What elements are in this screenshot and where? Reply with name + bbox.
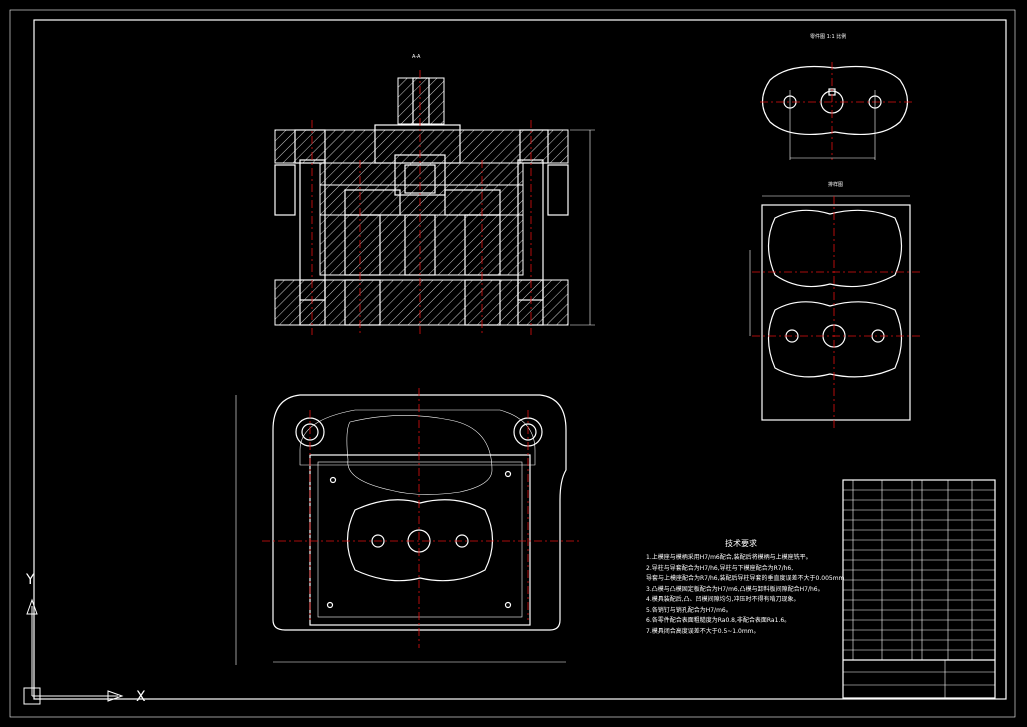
tech-req-line-6: 5.各销钉与销孔配合为H7/m6。 xyxy=(646,606,732,614)
plan-view xyxy=(235,388,580,665)
technical-requirements: 技术要求 1.上模座与模柄采用H7/m6配合,装配后将模柄与上模座铣平。 2.导… xyxy=(646,538,845,637)
strip-layout: 排样图 xyxy=(749,181,920,430)
tech-req-line-1: 1.上模座与模柄采用H7/m6配合,装配后将模柄与上模座铣平。 xyxy=(646,554,812,561)
section-view-label: A-A xyxy=(412,54,421,60)
outer-frame xyxy=(9,9,1016,718)
strip-layout-label: 排样图 xyxy=(828,181,843,188)
title-block xyxy=(842,479,996,699)
tech-req-line-7: 6.各零件配合表面粗糙度为Ra0.8,非配合表面Ra1.6。 xyxy=(646,617,791,624)
ucs-axes-icon: Y X xyxy=(23,572,146,705)
part-view: 零件图 1:1 比例 xyxy=(760,33,912,160)
tech-req-line-3: 导套与上模座配合为R7/h6,装配后导柱导套的垂直度误差不大于0.005mm xyxy=(646,575,845,582)
tech-req-line-2: 2.导柱与导套配合为H7/h6,导柱与下模座配合为R7/h6, xyxy=(646,564,794,572)
inner-frame xyxy=(33,19,1007,700)
part-view-label: 零件图 1:1 比例 xyxy=(810,33,846,40)
ucs-x-label: X xyxy=(136,689,146,705)
section-view: A-A xyxy=(274,54,595,335)
tech-req-line-5: 4.模具装配后,凸、凹模间隙均匀,冲压时不得有啃刀现象。 xyxy=(646,596,800,603)
tech-req-line-8: 7.模具闭合高度误差不大于0.5~1.0mm。 xyxy=(646,627,760,635)
ucs-y-label: Y xyxy=(25,572,35,588)
tech-req-line-4: 3.凸模与凸模固定板配合为H7/m6,凸模与卸料板间隙配合H7/h6。 xyxy=(646,585,824,593)
technical-requirements-title: 技术要求 xyxy=(725,539,757,548)
